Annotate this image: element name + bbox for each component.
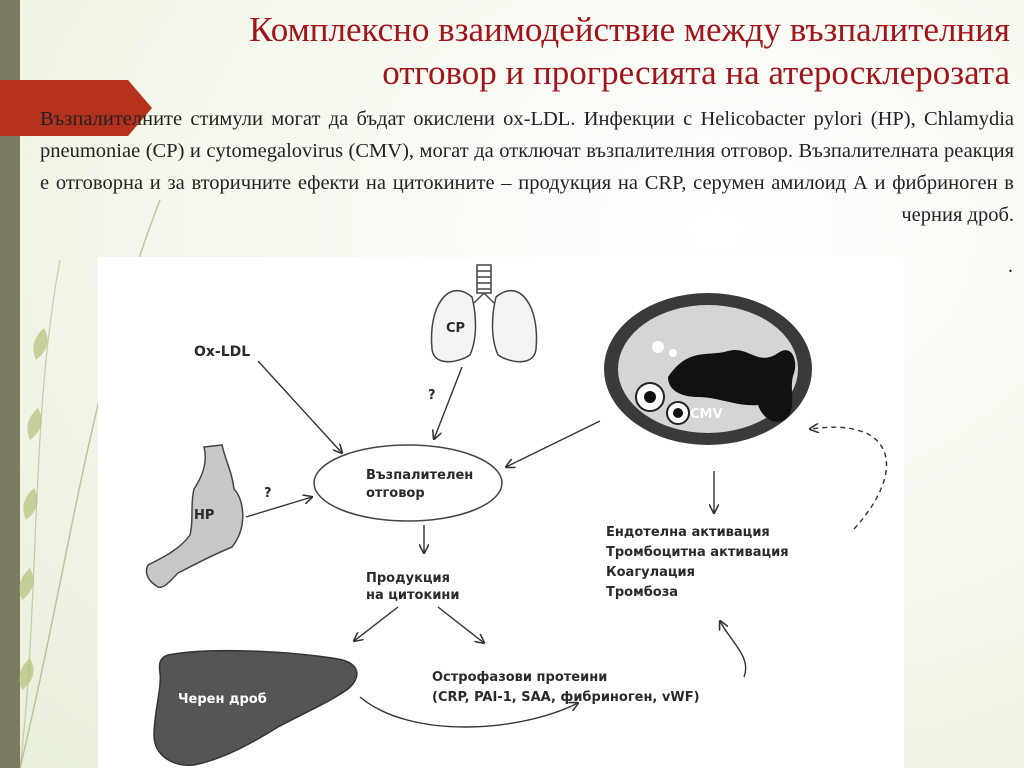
liver-label: Черен дроб xyxy=(178,692,267,707)
arrow-acute-to-effects xyxy=(720,621,747,678)
cp-question-mark: ? xyxy=(428,388,436,403)
hp-question-mark: ? xyxy=(264,486,272,501)
cp-label: CP xyxy=(446,321,465,336)
arrow-dashed-feedback xyxy=(810,427,888,530)
liver-icon xyxy=(153,649,358,766)
inflammation-ellipse xyxy=(313,444,503,522)
diagram-canvas: CP Ox-LDL ? ? HP Възпалителен отговор CM… xyxy=(145,264,888,766)
inflammation-label-2: отговор xyxy=(366,486,425,501)
slide-title: Комплексно взаимодействие между възпалит… xyxy=(110,8,1010,94)
cytokines-label-1: Продукция xyxy=(366,571,450,586)
cytokines-label-2: на цитокини xyxy=(366,588,460,603)
slide-description: Възпалителните стимули могат да бъдат ок… xyxy=(40,108,1014,226)
red-accent-tab xyxy=(0,80,152,136)
title-line-2: отговор и прогресията на атеросклерозата xyxy=(382,53,1010,92)
arrow-cytokines-to-acute xyxy=(437,606,484,643)
lungs-icon xyxy=(430,264,538,363)
arrow-hp-to-inflammation xyxy=(245,497,312,518)
left-decorative-strip xyxy=(0,0,20,768)
title-line-1: Комплексно взаимодействие между възпалит… xyxy=(249,10,1010,49)
oxldl-label: Ox-LDL xyxy=(194,344,250,360)
acute-phase-label-1: Острофазови протеини xyxy=(432,670,607,685)
stomach-icon xyxy=(145,444,244,589)
diagram-figure: CP Ox-LDL ? ? HP Възпалителен отговор CM… xyxy=(98,257,904,768)
artery-cmv-icon xyxy=(604,293,812,445)
effect-thrombosis: Тромбоза xyxy=(606,585,678,600)
arrow-cmv-to-inflammation xyxy=(506,420,601,467)
arrow-liver-to-acute xyxy=(359,696,578,728)
arrow-cytokines-to-liver xyxy=(354,606,399,641)
cmv-label: CMV xyxy=(690,407,723,422)
inflammation-label-1: Възпалителен xyxy=(366,468,473,483)
arrow-oxldl-to-inflammation xyxy=(257,360,342,453)
effect-endothelial: Ендотелна активация xyxy=(606,525,770,540)
effect-coagulation: Коагулация xyxy=(606,565,695,580)
trailing-dot: . xyxy=(1008,255,1013,277)
arrow-cp-to-inflammation xyxy=(434,366,463,439)
acute-phase-label-2: (CRP, PAI-1, SAA, фибриноген, vWF) xyxy=(432,690,700,705)
hp-label: HP xyxy=(194,508,214,523)
effect-platelet: Тромбоцитна активация xyxy=(606,545,789,560)
